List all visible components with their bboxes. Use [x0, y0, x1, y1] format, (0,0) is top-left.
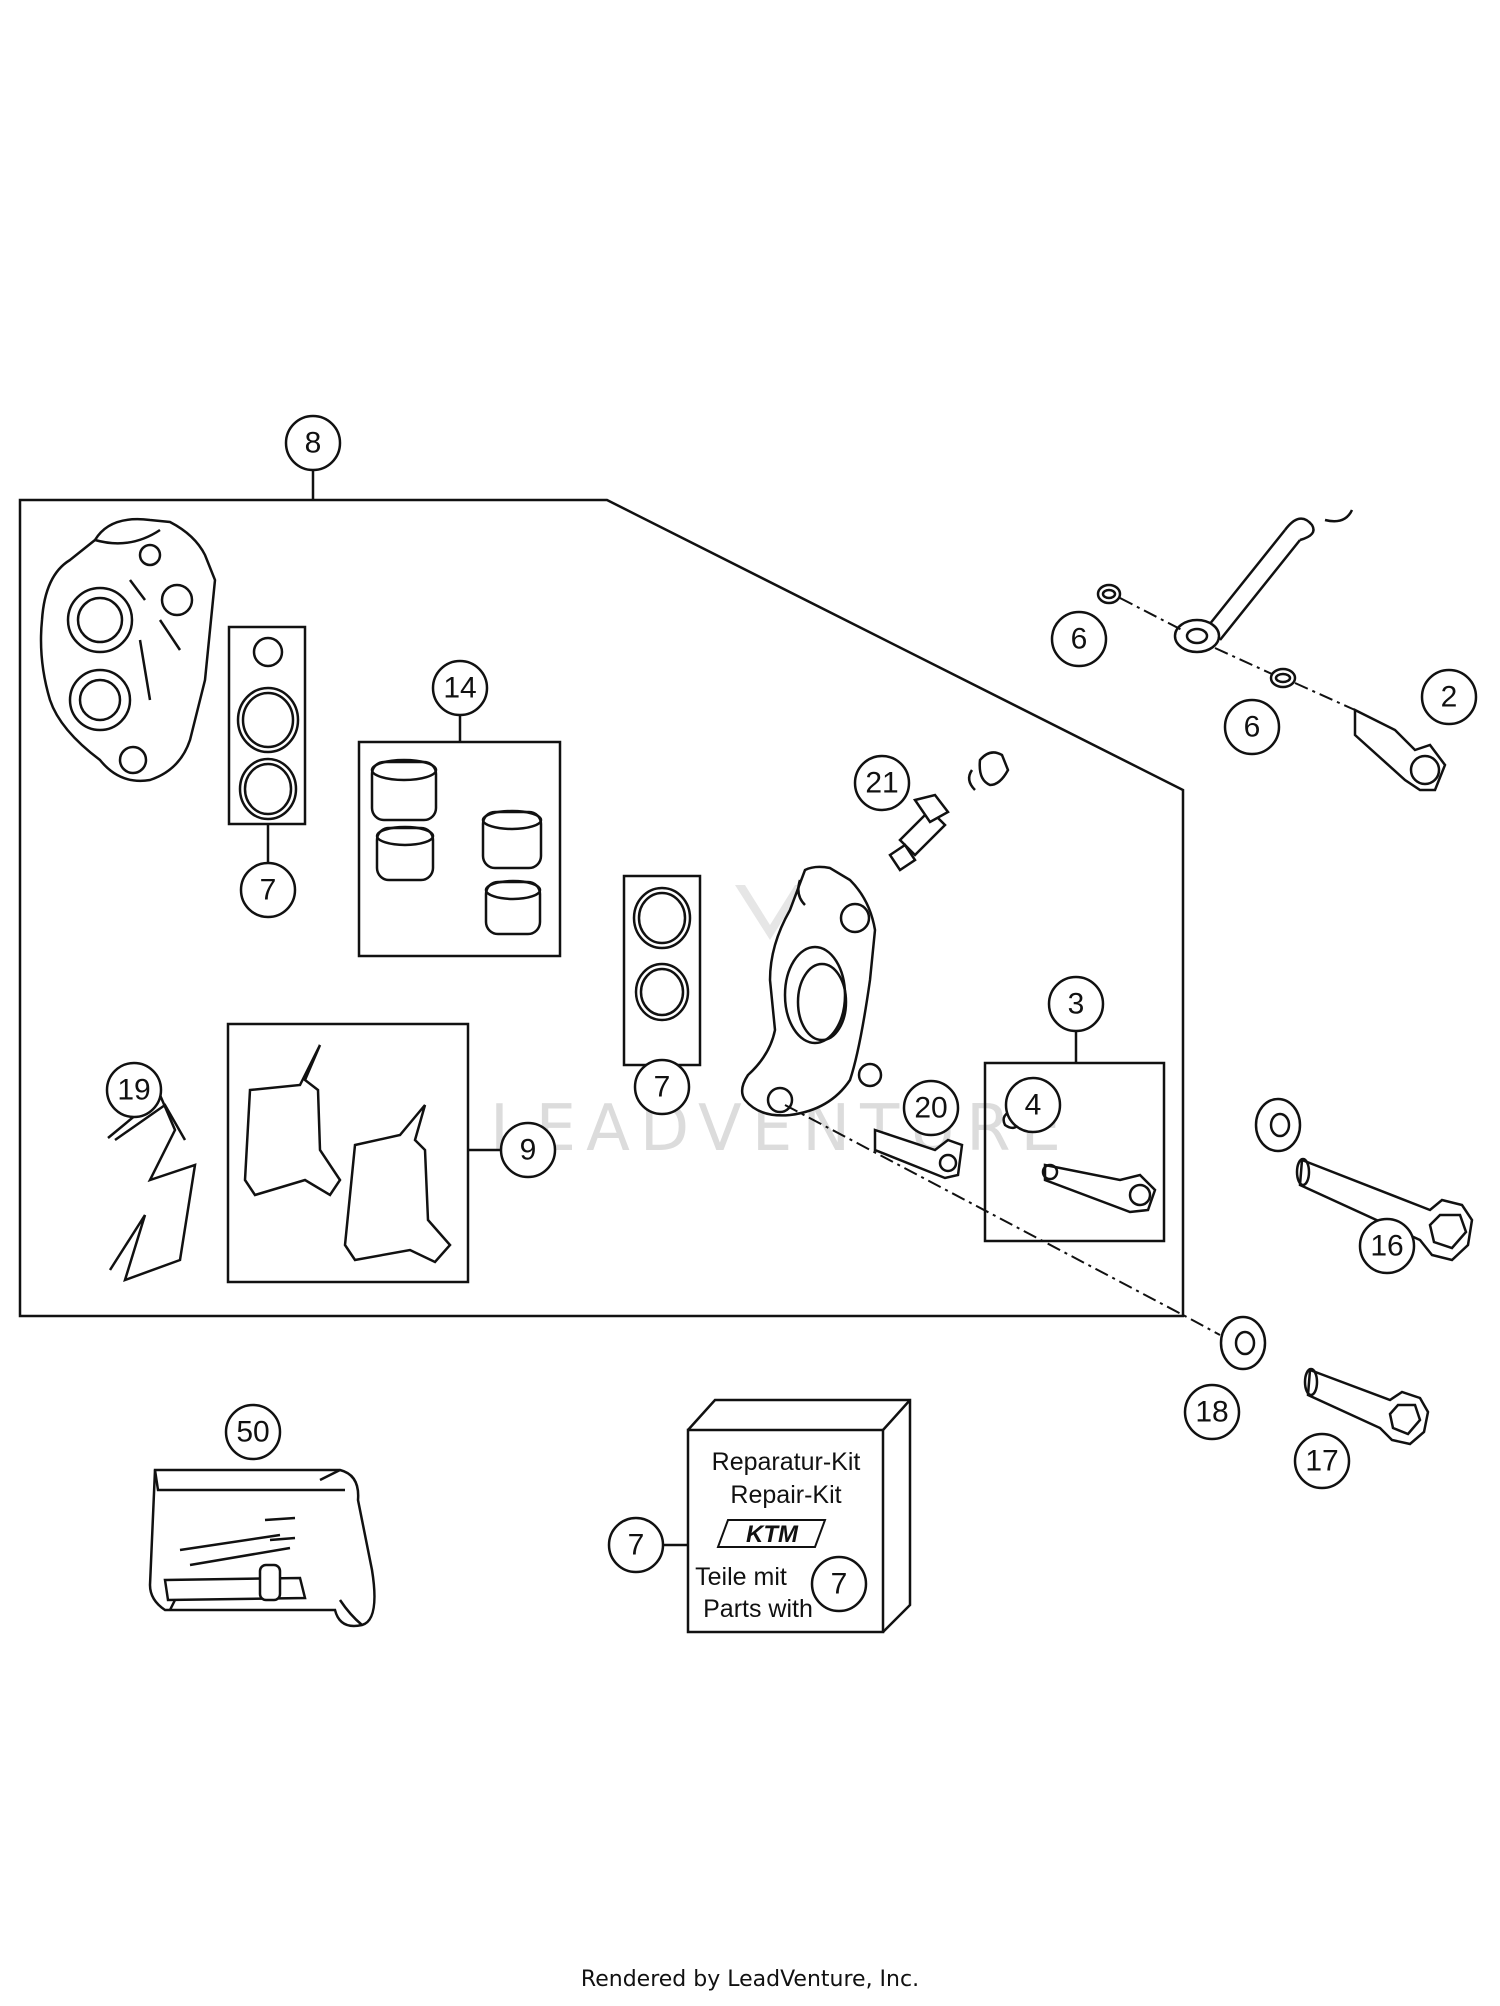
svg-text:20: 20 — [914, 1092, 947, 1125]
svg-text:7: 7 — [654, 1071, 671, 1104]
callout-8: 8 — [284, 414, 342, 472]
brake-line — [1096, 509, 1447, 792]
svg-text:6: 6 — [1244, 711, 1261, 744]
callout-7-kit: 7 — [607, 1516, 665, 1574]
callout-20: 20 — [902, 1079, 960, 1137]
callout-21: 21 — [853, 754, 911, 812]
repair-kit-line4: Parts with — [703, 1595, 813, 1623]
svg-text:9: 9 — [520, 1134, 537, 1167]
callout-17: 17 — [1293, 1432, 1351, 1490]
svg-text:8: 8 — [305, 427, 322, 460]
callout-6-lower: 6 — [1223, 698, 1281, 756]
svg-text:7: 7 — [628, 1529, 645, 1562]
svg-text:50: 50 — [236, 1416, 269, 1449]
footer-credit: Rendered by LeadVenture, Inc. — [581, 1967, 919, 1992]
svg-text:4: 4 — [1025, 1089, 1042, 1122]
svg-text:7: 7 — [260, 874, 277, 907]
svg-text:17: 17 — [1305, 1445, 1338, 1478]
bleeder-screw — [888, 751, 1010, 872]
svg-text:KTM: KTM — [746, 1521, 799, 1548]
svg-text:16: 16 — [1370, 1230, 1403, 1263]
callout-19: 19 — [105, 1061, 163, 1119]
callout-7-center: 7 — [633, 1058, 691, 1116]
repair-kit-line2: Repair-Kit — [730, 1481, 841, 1509]
ktm-logo: KTM — [716, 1519, 827, 1548]
callout-6-upper: 6 — [1050, 610, 1108, 668]
svg-text:7: 7 — [831, 1568, 848, 1601]
callout-16: 16 — [1358, 1217, 1416, 1275]
caliper-housing-center — [740, 865, 883, 1117]
svg-text:18: 18 — [1195, 1396, 1228, 1429]
callout-7-left: 7 — [239, 861, 297, 919]
callout-50: 50 — [224, 1403, 282, 1461]
svg-text:6: 6 — [1071, 623, 1088, 656]
repair-kit-line3: Teile mit — [695, 1563, 787, 1591]
anti-rattle-spring — [107, 1092, 197, 1283]
svg-text:14: 14 — [443, 672, 476, 705]
callout-9: 9 — [499, 1121, 557, 1179]
callout-3: 3 — [1047, 975, 1105, 1033]
repair-kit-box: Reparatur-Kit Repair-Kit KTM Teile mit P… — [686, 1398, 912, 1634]
caliper-housing-left — [39, 518, 217, 783]
svg-text:3: 3 — [1068, 988, 1085, 1021]
svg-text:21: 21 — [865, 767, 898, 800]
callout-4: 4 — [1004, 1076, 1062, 1134]
grease-packet — [148, 1468, 376, 1628]
svg-text:2: 2 — [1441, 681, 1458, 714]
repair-kit-line1: Reparatur-Kit — [712, 1448, 861, 1476]
callout-14: 14 — [431, 659, 489, 717]
callouts: 8 14 7 7 19 9 21 6 6 2 3 4 20 16 18 17 5… — [105, 414, 1478, 1613]
svg-text:19: 19 — [117, 1074, 150, 1107]
callout-18: 18 — [1183, 1383, 1241, 1441]
callout-7-kit-inner: 7 — [810, 1555, 868, 1613]
callout-2: 2 — [1420, 668, 1478, 726]
caliper-assembly-outline — [18, 498, 1185, 1318]
